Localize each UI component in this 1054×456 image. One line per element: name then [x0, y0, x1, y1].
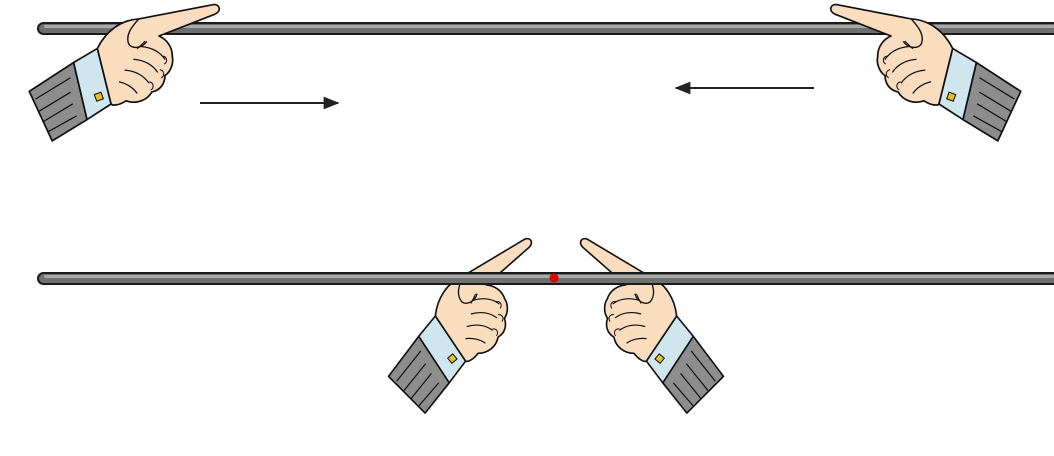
- pointing-hand-icon: [558, 237, 741, 419]
- metre-stick-bottom: [37, 272, 1054, 285]
- metre-stick-top: [37, 22, 1054, 35]
- balance-point-dot: [549, 273, 559, 283]
- pointing-hand-icon: [371, 237, 554, 419]
- bottom-panel: [37, 237, 1054, 419]
- top-panel: [19, 0, 1054, 171]
